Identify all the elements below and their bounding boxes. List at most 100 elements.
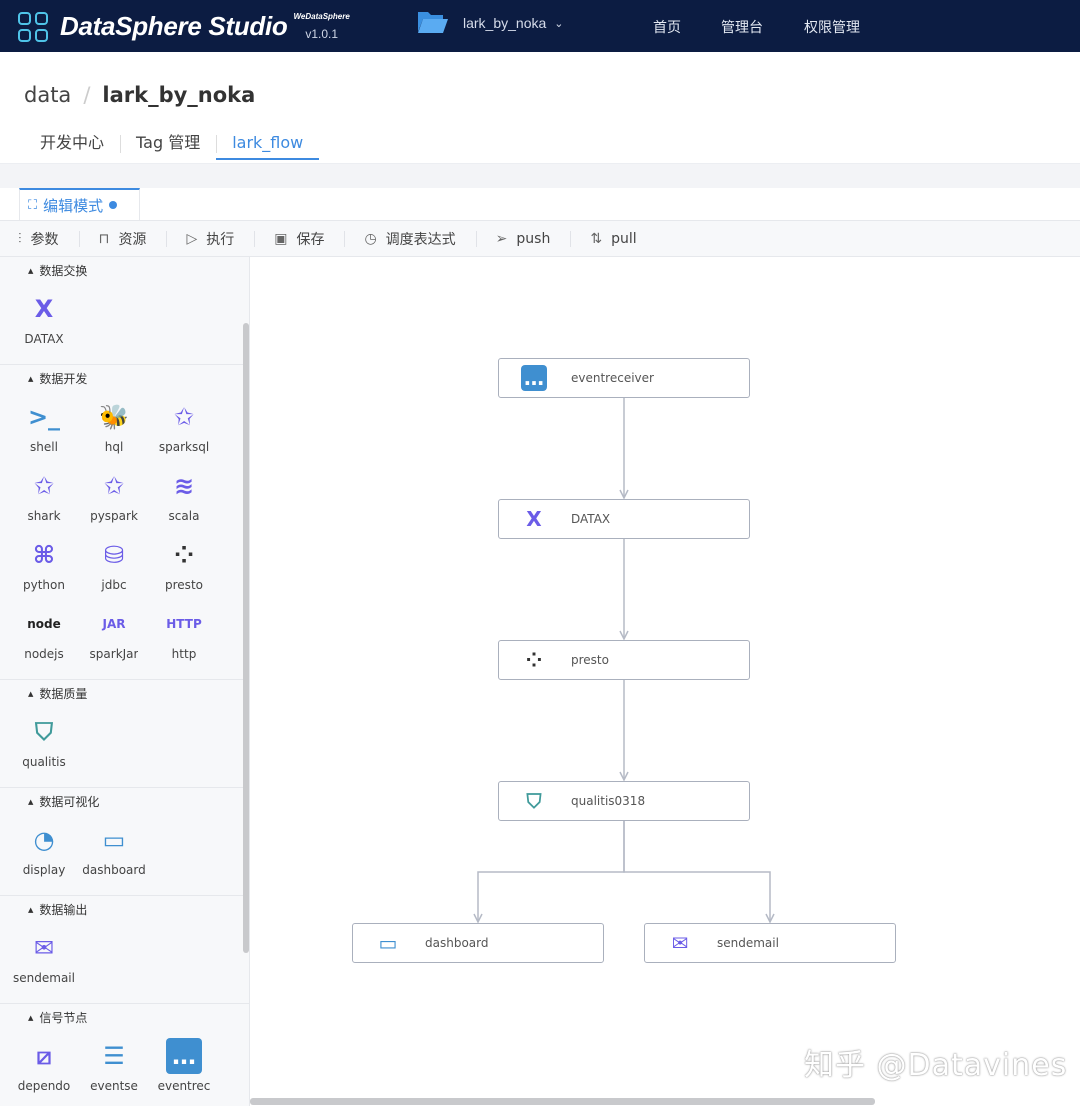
save-label: 保存	[296, 231, 325, 248]
tab-dev-center[interactable]: 开发中心	[40, 133, 105, 152]
palette-group-header[interactable]: 数据质量	[0, 680, 249, 708]
watermark: 知乎 @Datavines	[804, 1048, 1068, 1083]
spark-icon: ✩	[33, 472, 55, 500]
edit-mode-label: 编辑模式	[43, 196, 104, 215]
project-selector[interactable]: lark_by_noka ⌄	[463, 15, 564, 31]
schedule-label: 调度表达式	[385, 231, 456, 248]
schedule-button[interactable]: ◷ 调度表达式	[344, 221, 475, 256]
http-icon: HTTP	[166, 617, 202, 631]
palette-group: 数据开发>_shell🐝hql✩sparksql✩shark✩pyspark≋s…	[0, 365, 249, 680]
flow-node-presto[interactable]: ⁘presto	[498, 640, 750, 680]
palette-item-label: sparksql	[158, 440, 210, 454]
palette-group-header[interactable]: 数据可视化	[0, 788, 249, 816]
palette-item-label: DATAX	[24, 332, 64, 346]
palette-item-display[interactable]: ◔ display	[9, 816, 79, 885]
palette-item-qualitis[interactable]: ⛉qualitis	[9, 708, 79, 777]
canvas-scrollbar[interactable]	[250, 1098, 875, 1105]
event-send-icon: ☰	[103, 1042, 125, 1070]
palette-item-pyspark[interactable]: ✩pyspark	[79, 462, 149, 531]
palette-item-label: http	[171, 647, 197, 661]
palette-group-header[interactable]: 信号节点	[0, 1004, 249, 1032]
nav-home[interactable]: 首页	[653, 20, 681, 36]
nav-permissions[interactable]: 权限管理	[804, 20, 860, 36]
flow-node-dashboard[interactable]: ▭dashboard	[352, 923, 604, 963]
gift-icon: ⊓	[98, 230, 110, 247]
palette-item-sendemail[interactable]: ✉sendemail	[9, 924, 79, 993]
palette-item-presto[interactable]: ⁘presto	[149, 531, 219, 600]
flow-edges	[473, 398, 775, 924]
flow-node-label: DATAX	[571, 512, 611, 526]
sidebar-scrollbar[interactable]	[243, 323, 249, 953]
palette-item-datax[interactable]: X DATAX	[9, 285, 79, 354]
run-button[interactable]: ▷ 执行	[166, 221, 254, 256]
chat-icon: …	[166, 1038, 202, 1074]
hierarchy-icon: ⛶	[28, 197, 38, 213]
palette-item-label: jdbc	[101, 578, 127, 592]
database-icon: ⛁	[103, 541, 125, 569]
flow-node-sendemail[interactable]: ✉sendemail	[644, 923, 896, 963]
palette-item-eventse[interactable]: ☰ eventse	[79, 1032, 149, 1101]
palette-group-header[interactable]: 数据开发	[0, 365, 249, 393]
palette-item-label: shark	[27, 509, 61, 523]
palette-item-label: eventrec	[157, 1079, 211, 1093]
palette-group-header[interactable]: 数据交换	[0, 257, 249, 285]
jar-icon: JAR	[102, 617, 126, 631]
presentation-icon: ◔	[33, 826, 55, 854]
tab-lark-flow[interactable]: lark_flow	[216, 130, 320, 160]
python-icon: ⌘	[32, 541, 56, 569]
palette-item-label: eventse	[90, 1079, 138, 1093]
params-button[interactable]: ⫶参数	[0, 221, 79, 256]
run-label: 执行	[206, 231, 235, 248]
datax-icon: X	[34, 295, 54, 323]
flow-node-label: sendemail	[717, 936, 779, 950]
pull-label: pull	[611, 230, 637, 247]
palette-item-http[interactable]: HTTP http	[149, 600, 219, 669]
palette-item-shell[interactable]: >_shell	[9, 393, 79, 462]
breadcrumb-parent[interactable]: data	[24, 83, 72, 107]
unsaved-dot	[109, 201, 118, 209]
palette-item-label: display	[22, 863, 66, 877]
breadcrumb: data/lark_by_noka	[24, 83, 256, 107]
palette-item-scala[interactable]: ≋scala	[149, 462, 219, 531]
arrow-head-icon	[765, 913, 775, 924]
palette-item-label: scala	[168, 509, 200, 523]
play-icon: ▷	[186, 230, 198, 247]
resources-label: 资源	[118, 231, 147, 248]
brand-meta: WeDataSphere v1.0.1	[294, 12, 350, 41]
palette-item-eventrec[interactable]: … eventrec	[149, 1032, 219, 1101]
palette-item-label: shell	[30, 440, 58, 454]
resources-button[interactable]: ⊓ 资源	[78, 221, 167, 256]
chevron-down-icon[interactable]: ⌄	[554, 16, 564, 30]
palette-item-label: python	[23, 578, 65, 592]
nav-console[interactable]: 管理台	[721, 20, 763, 36]
push-button[interactable]: ➢push	[475, 221, 571, 256]
palette-item-dependo[interactable]: ⧄dependo	[9, 1032, 79, 1101]
palette-item-sparksql[interactable]: ✩sparksql	[149, 393, 219, 462]
palette-item-jdbc[interactable]: ⛁ jdbc	[79, 531, 149, 600]
pull-button[interactable]: ⇅pull	[570, 221, 656, 256]
flow-node-label: eventreceiver	[571, 371, 654, 385]
palette-item-dashboard[interactable]: ▭dashboard	[79, 816, 149, 885]
sliders-icon: ⫶	[18, 230, 22, 247]
palette-item-python[interactable]: ⌘ python	[9, 531, 79, 600]
palette-group: 数据可视化 ◔ display ▭dashboard	[0, 788, 249, 896]
palette-item-shark[interactable]: ✩ shark	[9, 462, 79, 531]
arrow-head-icon	[619, 630, 629, 641]
flow-node-qualitis[interactable]: ⛉qualitis0318	[498, 781, 750, 821]
flow-node-eventreceiver[interactable]: …eventreceiver	[498, 358, 750, 398]
dashboard-icon: ▭	[378, 931, 398, 955]
palette-item-label: presto	[165, 578, 203, 592]
save-button[interactable]: ▣保存	[254, 221, 344, 256]
clock-icon: ◷	[364, 230, 377, 247]
palette-group-header[interactable]: 数据输出	[0, 896, 249, 924]
tab-edit-mode[interactable]: ⛶ 编辑模式	[19, 188, 140, 220]
logo-icon	[18, 12, 48, 42]
palette-item-hql[interactable]: 🐝hql	[79, 393, 149, 462]
arrow-head-icon	[619, 771, 629, 782]
tab-tag-manage[interactable]: Tag 管理	[120, 130, 216, 160]
spark-icon: ✩	[103, 472, 125, 500]
